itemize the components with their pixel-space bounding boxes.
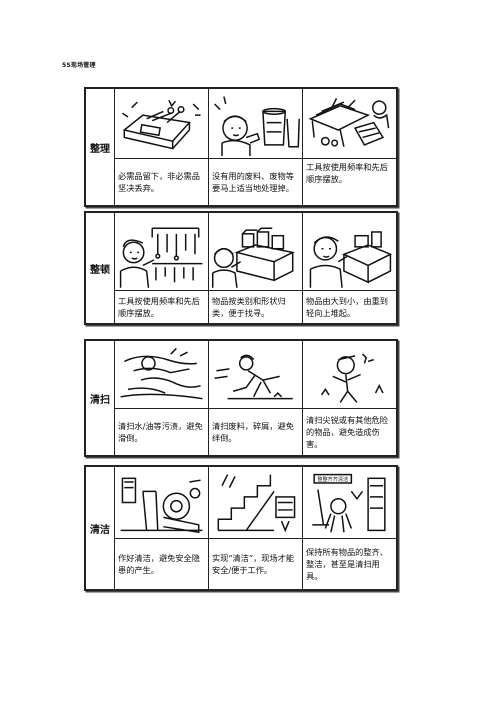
tool-wall-rack-icon xyxy=(114,212,209,291)
stacked-boxes-icon xyxy=(208,212,303,291)
section-text-3: 物品由大到小，由重到轻向上堆起。 xyxy=(302,290,397,324)
section-text-3: 清扫尖锐或有其他危险的物品，避免造成伤害。 xyxy=(302,408,397,456)
slipping-worker-icon xyxy=(114,340,209,409)
section-text-1: 作好清洁，避免安全隐患的产生。 xyxy=(114,538,209,590)
sign-label: 整整齐齐清洁 xyxy=(317,476,348,483)
clean-staircase-icon xyxy=(208,466,303,539)
section-text-2: 没有用的废料、废物等要马上适当地处理掉。 xyxy=(208,158,303,206)
injured-worker-icon xyxy=(302,340,397,409)
document-title: 5S现场管理 xyxy=(62,62,96,69)
section-seiton: 整顿 xyxy=(84,211,398,325)
section-text-2: 清扫废料，碎屑，避免绊倒。 xyxy=(208,408,303,456)
section-seiketsu: 清洁 整整齐齐清洁 xyxy=(84,465,398,591)
section-label: 清洁 xyxy=(85,466,115,590)
section-text-2: 物品按类别和形状归类，便于找寻。 xyxy=(208,290,303,324)
section-label: 清扫 xyxy=(85,340,115,456)
tripping-worker-icon xyxy=(208,340,303,409)
section-seiso: 清扫 xyxy=(84,339,398,457)
section-text-3: 工具按使用频率和先后顺序摆放。 xyxy=(302,158,397,206)
worker-with-bins-icon xyxy=(208,88,303,159)
section-text-1: 清扫水/油等污渍，避免滑倒。 xyxy=(114,408,209,456)
section-text-3: 保持所有物品的整齐、整洁，甚至是清扫用具。 xyxy=(302,538,397,590)
section-text-1: 工具按使用频率和先后顺序摆放。 xyxy=(114,290,209,324)
section-text-2: 实现“清洁”，现场才能安全/便于工作。 xyxy=(208,538,303,590)
section-text-1: 必需品留下，非必需品坚决丢弃。 xyxy=(114,158,209,206)
section-seiri: 整理 xyxy=(84,87,398,207)
worker-stacking-icon xyxy=(302,212,397,291)
clean-workshop-icon xyxy=(114,466,209,539)
cleaning-tools-icon: 整整齐齐清洁 xyxy=(302,466,397,539)
desk-sorting-icon xyxy=(302,88,397,159)
section-label: 整顿 xyxy=(85,212,115,324)
section-label: 整理 xyxy=(85,88,115,206)
tool-box-sorting-icon xyxy=(114,88,209,159)
